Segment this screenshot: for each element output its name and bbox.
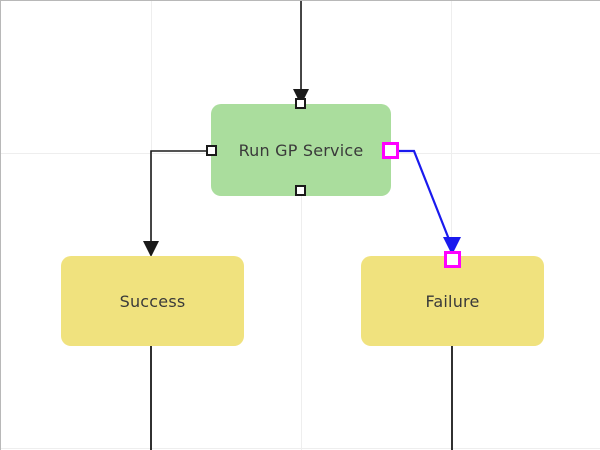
port-right-run-gp-service-selected[interactable]: [382, 142, 399, 159]
gridline-vertical: [301, 1, 302, 450]
edge-incoming-top[interactable]: [293, 1, 309, 105]
node-failure[interactable]: Failure: [361, 256, 544, 346]
node-label: Failure: [425, 291, 480, 311]
arrowhead-icon: [293, 89, 309, 105]
gridline-vertical: [451, 1, 452, 450]
arrowhead-icon: [143, 241, 159, 257]
port-left-run-gp-service[interactable]: [206, 145, 217, 156]
edge-to-success[interactable]: [143, 150, 212, 257]
port-top-failure-selected[interactable]: [444, 251, 461, 268]
node-run-gp-service[interactable]: Run GP Service: [211, 104, 391, 196]
port-bottom-run-gp-service[interactable]: [295, 185, 306, 196]
node-label: Run GP Service: [238, 140, 364, 160]
node-label: Success: [119, 291, 186, 311]
port-top-run-gp-service[interactable]: [295, 98, 306, 109]
arrowhead-icon: [443, 237, 461, 255]
gridline-horizontal: [1, 448, 600, 449]
node-success[interactable]: Success: [61, 256, 244, 346]
edge-to-failure-selected[interactable]: [392, 149, 461, 255]
